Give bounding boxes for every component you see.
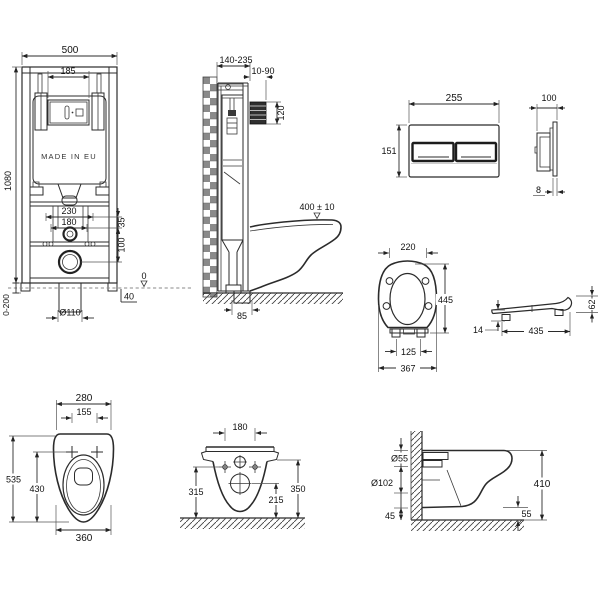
dim-fixing-width: 230 bbox=[61, 206, 76, 216]
dim-level-zero: 0 bbox=[141, 271, 146, 281]
view-pan-top: 280 155 535 430 360 bbox=[3, 393, 115, 544]
view-pan-back: 180 315 215 350 bbox=[180, 422, 309, 529]
dim-seat-width: 367 bbox=[400, 364, 415, 374]
view-plate-front: 255 151 bbox=[381, 93, 500, 178]
dim-frame-height: 1080 bbox=[3, 171, 13, 191]
dim-pan-bowl-length: 430 bbox=[29, 484, 44, 494]
dim-pan-length: 535 bbox=[6, 475, 21, 485]
dim-pan-back-width: 280 bbox=[76, 393, 93, 404]
made-in-eu-label: MADE IN EU bbox=[41, 152, 97, 161]
dim-flush-opening: 185 bbox=[60, 66, 75, 76]
dim-outlet-dia: Ø110 bbox=[59, 308, 80, 318]
dim-seat-pad-height: 14 bbox=[473, 325, 483, 335]
dim-floor-gap: 40 bbox=[124, 292, 134, 302]
dim-pan-rim-height: 350 bbox=[290, 484, 305, 494]
dim-pan-front-width: 360 bbox=[76, 533, 93, 544]
dim-outlet-offset: 85 bbox=[237, 311, 247, 321]
dim-seat-thickness: 62 bbox=[587, 299, 597, 309]
dim-plate-thickness: 8 bbox=[536, 185, 541, 195]
view-seat-top: 220 445 125 367 bbox=[377, 242, 455, 374]
dim-pan-hole-span: 155 bbox=[76, 407, 91, 417]
view-frame-front: MADE IN EU 0 500 bbox=[1, 45, 192, 322]
dim-pan-outlet-dia: Ø102 bbox=[371, 478, 393, 488]
view-plate-side: 100 8 bbox=[529, 93, 565, 196]
dim-seat-hinge-gap: 125 bbox=[401, 347, 416, 357]
dim-plate-depth: 100 bbox=[541, 93, 556, 103]
dim-plate-height: 151 bbox=[381, 146, 396, 156]
dim-bolt-width: 180 bbox=[61, 217, 76, 227]
dim-pan-back-hole-span: 180 bbox=[232, 422, 247, 432]
dim-seat-hinge-span: 220 bbox=[400, 242, 415, 252]
dim-frame-width: 500 bbox=[62, 45, 79, 56]
dim-pan-side-hole-height: 315 bbox=[188, 487, 203, 497]
dim-offset-35: 35 bbox=[117, 217, 127, 227]
dim-cover-range: 10-90 bbox=[251, 66, 274, 76]
dim-offset-100: 100 bbox=[117, 237, 127, 252]
view-frame-side: 140-235 10-90 120 400 ± 10 85 bbox=[202, 55, 343, 321]
dim-pan-height: 410 bbox=[534, 479, 551, 490]
dim-frame-depth: 140-235 bbox=[219, 55, 252, 65]
dim-leg-adjust: 0-200 bbox=[1, 294, 11, 316]
dim-pan-bottom-offset: 45 bbox=[385, 511, 395, 521]
dim-rim-height: 400 ± 10 bbox=[300, 202, 335, 212]
dim-pan-inlet-dia: Ø55 bbox=[391, 454, 408, 464]
dim-pan-outlet-height: 215 bbox=[268, 495, 283, 505]
dim-window-height: 120 bbox=[276, 105, 286, 120]
dim-plate-width: 255 bbox=[446, 93, 463, 104]
view-pan-side: Ø55 Ø102 45 410 55 bbox=[371, 431, 554, 531]
dim-seat-side-length: 435 bbox=[528, 326, 543, 336]
dim-pan-front-clearance: 55 bbox=[521, 509, 531, 519]
view-seat-side: 14 435 62 bbox=[473, 286, 598, 336]
dim-seat-length: 445 bbox=[438, 295, 453, 305]
